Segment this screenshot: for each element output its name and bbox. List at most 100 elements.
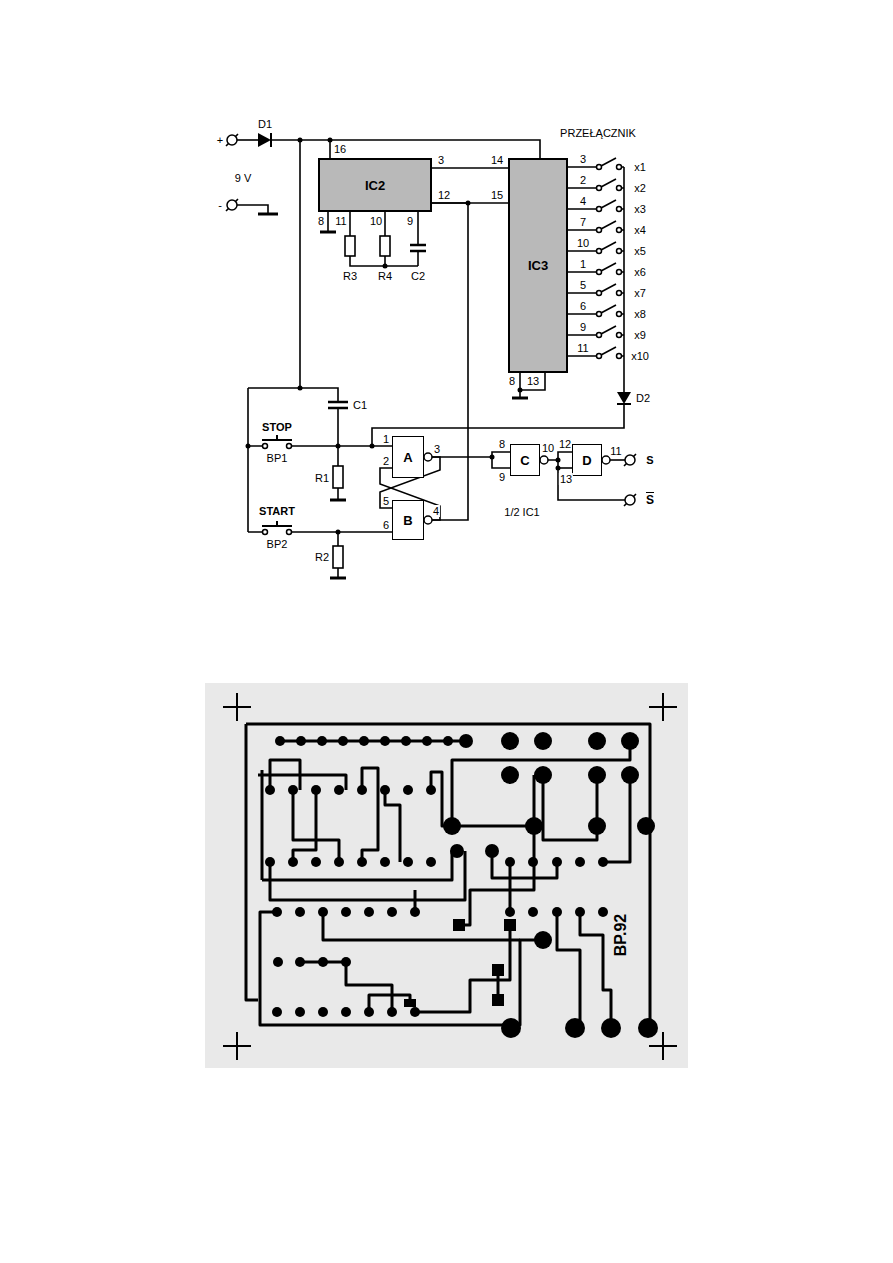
pcb-pad xyxy=(621,766,639,784)
pcb-trace xyxy=(260,912,543,1025)
wire xyxy=(248,531,392,533)
pin-label: C2 xyxy=(410,270,426,282)
pin-label: R3 xyxy=(342,270,358,282)
pcb-pad xyxy=(288,785,298,795)
pin-label: 12 xyxy=(558,438,572,450)
pcb-pad xyxy=(364,1007,374,1017)
signal-name: S xyxy=(645,494,655,506)
pin-label: 5 xyxy=(382,495,390,507)
pcb-pad xyxy=(272,1007,282,1017)
pcb-pad xyxy=(311,857,321,867)
pcb-trace xyxy=(362,768,378,862)
pcb-trace xyxy=(509,862,512,912)
registration-cross xyxy=(223,1032,251,1060)
diode-symbol xyxy=(617,392,631,404)
switch-contact xyxy=(617,165,622,170)
pcb-pad xyxy=(380,857,390,867)
pin-label: C1 xyxy=(352,399,368,411)
pcb-pad xyxy=(359,736,369,746)
capacitor-symbol xyxy=(328,402,348,408)
pcb-pad xyxy=(450,844,464,858)
pin-label: x10 xyxy=(630,350,650,362)
pin-label: 3 xyxy=(433,443,441,455)
pcb-pad xyxy=(296,736,306,746)
pcb-pad xyxy=(295,907,305,917)
part-name: D xyxy=(582,453,591,468)
ic-chip: IC3 xyxy=(508,158,568,373)
pcb-pad xyxy=(317,736,327,746)
pcb-pad xyxy=(528,857,538,867)
terminal-slash xyxy=(226,134,636,506)
wire xyxy=(519,373,521,398)
pin-label: 13 xyxy=(559,473,573,485)
junction-dot xyxy=(298,138,303,143)
inverter-bubble xyxy=(424,453,432,461)
wire xyxy=(417,212,419,245)
capacitor-symbol xyxy=(410,245,426,251)
wire xyxy=(329,140,331,158)
pcb-pad xyxy=(318,957,328,967)
junction-dot xyxy=(246,444,251,449)
terminal-symbol xyxy=(625,495,635,505)
nand-gate: D xyxy=(572,444,602,476)
pin-label: 4 xyxy=(432,505,440,517)
wire xyxy=(520,373,545,390)
pin-label: 10 xyxy=(541,442,555,454)
wire xyxy=(327,212,329,232)
pcb-pad xyxy=(272,907,282,917)
registration-cross xyxy=(649,693,677,721)
wire xyxy=(237,139,258,141)
junction-dot xyxy=(466,201,471,206)
pin-label: x6 xyxy=(633,266,647,278)
wire xyxy=(247,388,249,532)
switch-title: PRZEŁĄCZNIK xyxy=(559,127,637,139)
nand-gate: C xyxy=(510,444,540,476)
pcb-pad xyxy=(357,785,367,795)
wire xyxy=(349,212,351,236)
pcb-trace xyxy=(580,912,611,1028)
pin-label: 1 xyxy=(579,258,587,270)
switch-contact xyxy=(597,165,602,170)
switch-contact xyxy=(597,249,602,254)
pcb-pad xyxy=(273,957,283,967)
junction-dot xyxy=(336,530,341,535)
pcb-pad xyxy=(552,907,562,917)
pcb-pad xyxy=(318,1007,328,1017)
button-contact xyxy=(263,530,268,535)
part-name: A xyxy=(403,450,412,465)
pcb-pad xyxy=(338,736,348,746)
part-name: B xyxy=(403,513,412,528)
switch-contact xyxy=(597,228,602,233)
board-code: BP.92 xyxy=(612,913,630,957)
switch-contact xyxy=(597,291,602,296)
pcb-pad xyxy=(601,1018,621,1038)
pcb-pad xyxy=(341,1007,351,1017)
ground-symbol xyxy=(330,577,346,580)
pin-label: 3 xyxy=(579,153,587,165)
pcb-trace xyxy=(293,790,316,862)
pcb-pad xyxy=(403,785,413,795)
pcb-trace xyxy=(246,724,258,1000)
button-name: START xyxy=(258,505,296,517)
pcb-pad xyxy=(588,766,606,784)
button-contact xyxy=(287,530,292,535)
pcb-pad xyxy=(380,736,390,746)
pin-label: x2 xyxy=(633,182,647,194)
pcb-pad xyxy=(505,907,515,917)
pcb-pad xyxy=(357,857,367,867)
pin-label: 7 xyxy=(579,216,587,228)
pin-label: 6 xyxy=(382,519,390,531)
pin-label: 12 xyxy=(437,189,451,201)
pcb-pad xyxy=(575,857,585,867)
pcb-pad xyxy=(588,732,606,750)
pcb-pad xyxy=(403,857,413,867)
switch-contact xyxy=(617,228,622,233)
part-name: C xyxy=(520,453,529,468)
pushbutton-symbol xyxy=(262,521,292,526)
pcb-pad xyxy=(534,931,552,949)
pcb-pad xyxy=(334,785,344,795)
pcb-trace xyxy=(459,826,534,925)
pin-label: 9 V xyxy=(234,172,253,184)
resistor-symbol xyxy=(333,546,343,568)
pcb-pad xyxy=(334,857,344,867)
